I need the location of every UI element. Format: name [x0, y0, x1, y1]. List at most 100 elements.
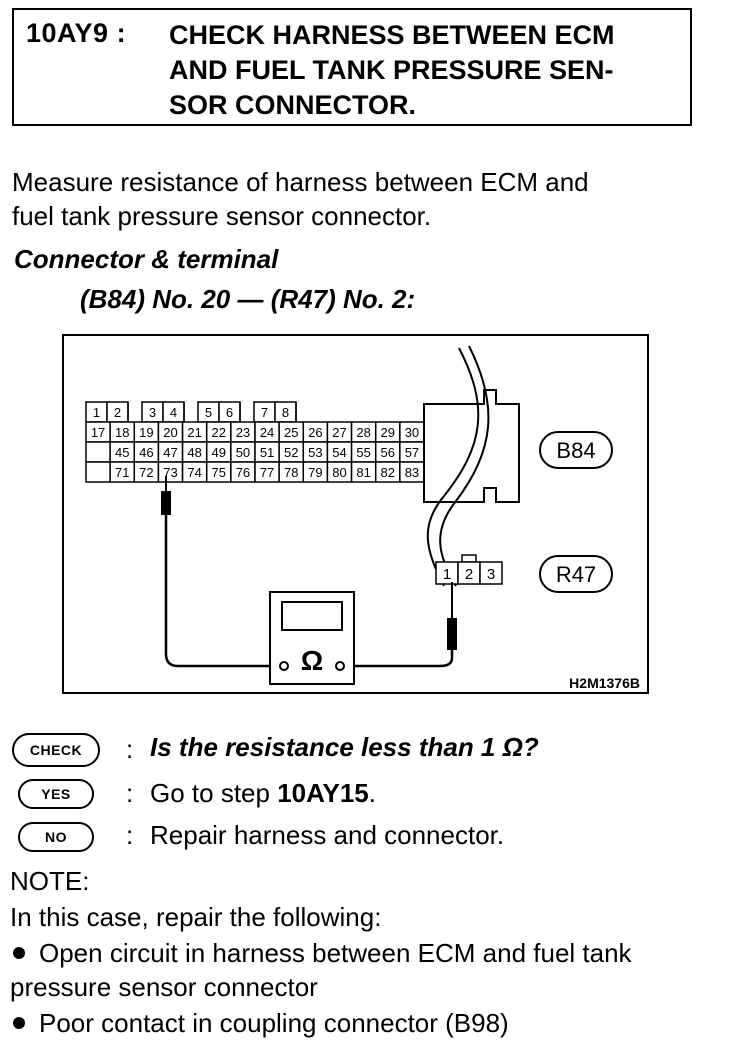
b84-pin-number: 20: [163, 425, 177, 440]
b84-pin-number: 78: [284, 465, 298, 480]
yes-action-prefix: Go to step: [150, 778, 278, 808]
r47-pin-number: 1: [443, 566, 451, 583]
b84-pin-number: 3: [149, 405, 156, 420]
b84-pin-number: 7: [261, 405, 268, 420]
b84-pin-number: 53: [308, 445, 322, 460]
b84-label: B84: [556, 438, 595, 463]
b84-pin-number: 25: [284, 425, 298, 440]
b84-pin-number: 18: [115, 425, 129, 440]
b84-pin-number: 1: [93, 405, 100, 420]
b84-pin: [85, 441, 111, 463]
connector-heading: Connector & terminal: [14, 244, 279, 274]
yes-action: Go to step 10AY15.: [150, 778, 376, 809]
test-lead-right: [350, 650, 454, 668]
note-item: Open circuit in harness between ECM and …: [10, 936, 726, 1004]
b84-pin-number: 80: [332, 465, 346, 480]
b84-pin-number: 77: [260, 465, 274, 480]
ohmmeter-display: [281, 601, 343, 631]
b84-pin-number: 48: [187, 445, 201, 460]
yes-badge: YES: [18, 779, 94, 809]
b84-pin-number: 26: [308, 425, 322, 440]
b84-pin-number: 27: [332, 425, 346, 440]
b84-pin-number: 54: [332, 445, 346, 460]
yes-separator: :: [126, 778, 134, 808]
b84-pin-number: 76: [236, 465, 250, 480]
bullet-icon: [13, 947, 25, 960]
b84-pin-number: 57: [405, 445, 419, 460]
no-badge: NO: [18, 822, 94, 852]
b84-pin-number: 52: [284, 445, 298, 460]
b84-housing: [423, 389, 520, 503]
b84-pin-number: 74: [187, 465, 201, 480]
check-separator: :: [126, 734, 134, 764]
no-action: Repair harness and connector.: [150, 820, 505, 850]
b84-pin-number: 75: [212, 465, 226, 480]
no-badge-label: NO: [45, 829, 67, 845]
probe-left: [161, 491, 171, 515]
r47-label-oval: [539, 555, 613, 593]
check-badge-label: CHECK: [29, 742, 83, 758]
b84-pin-number: 28: [356, 425, 370, 440]
b84-pin-number: 5: [205, 405, 212, 420]
b84-pin-number: 17: [91, 425, 105, 440]
check-question: Is the resistance less than 1 Ω?: [150, 732, 539, 762]
step-id: 10AY9 :: [26, 18, 127, 48]
test-lead-left: [164, 515, 274, 668]
b84-pin-number: 46: [139, 445, 153, 460]
note-item: Poor contact in coupling connector (B98): [10, 1006, 726, 1040]
b84-pin-number: 50: [236, 445, 250, 460]
ohm-symbol: Ω: [301, 645, 323, 676]
probe-right: [447, 618, 457, 650]
step-title: CHECK HARNESS BETWEEN ECM AND FUEL TANK …: [169, 20, 615, 120]
r47-label: R47: [556, 562, 596, 587]
b84-pin-number: 4: [170, 405, 177, 420]
b84-pin-number: 23: [236, 425, 250, 440]
b84-pin-number: 45: [115, 445, 129, 460]
note-heading: NOTE:: [10, 866, 90, 896]
b84-pin-number: 79: [308, 465, 322, 480]
no-separator: :: [126, 820, 134, 850]
b84-pin-number: 81: [356, 465, 370, 480]
b84-pin-number: 83: [405, 465, 419, 480]
b84-pin-number: 30: [405, 425, 419, 440]
instruction-text: Measure resistance of harness between EC…: [12, 167, 589, 231]
harness-wire-a: [426, 347, 480, 587]
b84-pin-number: 55: [356, 445, 370, 460]
b84-pin-number: 47: [163, 445, 177, 460]
b84-pin-number: 6: [226, 405, 233, 420]
bullet-icon: [13, 1017, 25, 1030]
figure-code: H2M1376B: [569, 675, 640, 691]
b84-pin-number: 2: [114, 405, 121, 420]
b84-label-oval: [539, 431, 613, 469]
b84-pin-number: 56: [381, 445, 395, 460]
b84-pin-number: 49: [212, 445, 226, 460]
b84-pin-number: 8: [282, 405, 289, 420]
r47-latch: [461, 554, 477, 563]
r47-pin-number: 2: [465, 566, 473, 583]
connector-terminals: (B84) No. 20 — (R47) No. 2:: [80, 284, 416, 314]
r47-pin: [479, 561, 503, 585]
b84-pin-number: 22: [212, 425, 226, 440]
b84-pin-number: 24: [260, 425, 274, 440]
yes-step-link: 10AY15: [277, 778, 369, 808]
note-item-text: Poor contact in coupling connector (B98): [39, 1008, 509, 1038]
step-header-box: 10AY9 : CHECK HARNESS BETWEEN ECM AND FU…: [12, 8, 692, 126]
b84-pin: [85, 461, 111, 483]
harness-wire-b: [439, 345, 490, 587]
r47-pin-number: 3: [487, 566, 495, 583]
b84-pin-number: 19: [139, 425, 153, 440]
b84-pin-number: 71: [115, 465, 129, 480]
b84-pin-number: 21: [187, 425, 201, 440]
yes-action-suffix: .: [368, 778, 376, 808]
note-item-text: Open circuit in harness between ECM and …: [10, 938, 632, 1002]
yes-badge-label: YES: [41, 786, 71, 802]
b84-pin-number: 72: [139, 465, 153, 480]
b84-pin-number: 29: [381, 425, 395, 440]
b84-pin-number: 51: [260, 445, 274, 460]
b84-pin-number: 82: [381, 465, 395, 480]
check-badge: CHECK: [12, 733, 100, 767]
